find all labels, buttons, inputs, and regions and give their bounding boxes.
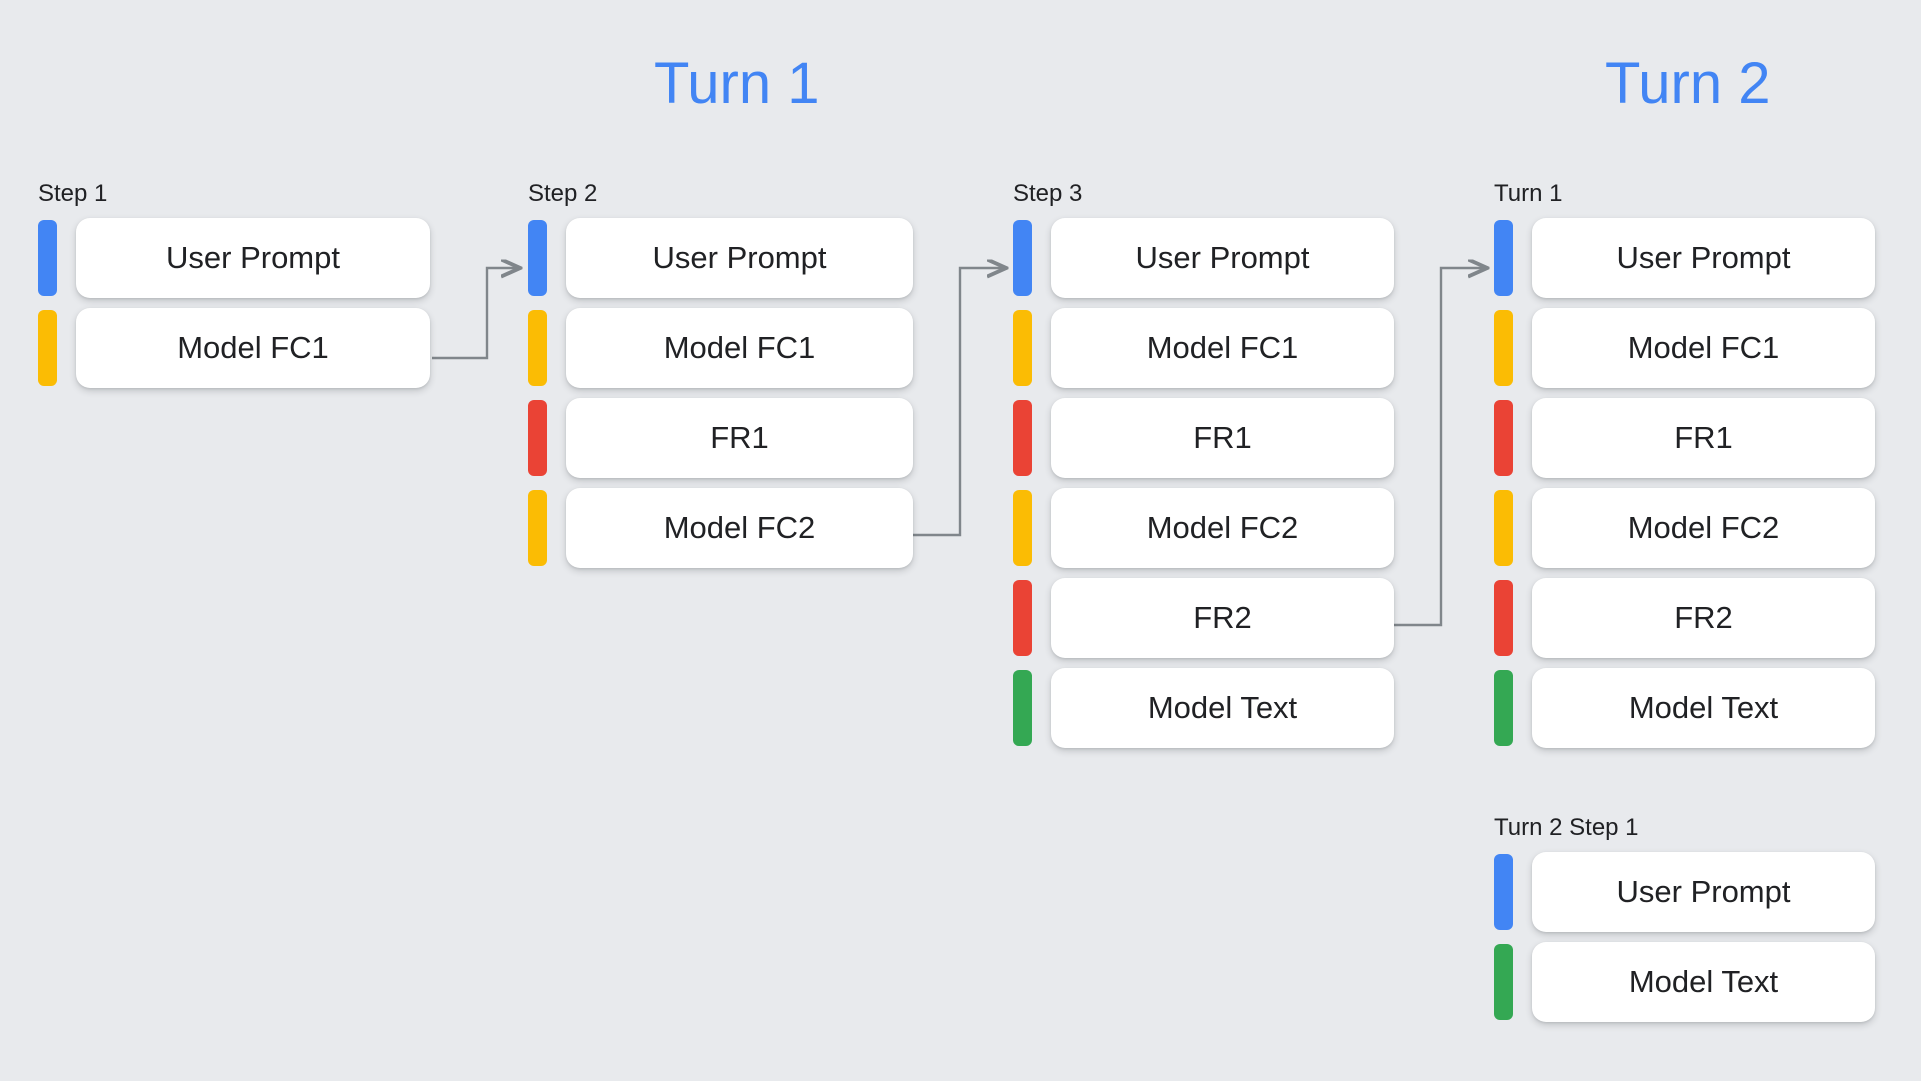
type-bar-blue (528, 220, 547, 296)
card-label[interactable]: FR1 (1532, 398, 1875, 478)
type-bar-green (1494, 944, 1513, 1020)
row-item[interactable]: Model FC1 (38, 308, 430, 388)
column-turn-1-recap: Turn 1 User Prompt Model FC1 FR1 Model F… (1494, 182, 1875, 748)
column-label: Step 3 (1013, 180, 1083, 207)
card-label[interactable]: Model FC2 (1532, 488, 1875, 568)
row-item[interactable]: Model Text (1013, 668, 1394, 748)
type-bar-yellow (1494, 490, 1513, 566)
row-item[interactable]: Model FC1 (528, 308, 913, 388)
card-label[interactable]: Model Text (1532, 668, 1875, 748)
card-label[interactable]: Model FC1 (1051, 308, 1394, 388)
card-label[interactable]: Model FC1 (566, 308, 913, 388)
type-bar-red (1013, 400, 1032, 476)
card-label[interactable]: User Prompt (1532, 852, 1875, 932)
type-bar-red (1013, 580, 1032, 656)
row-item[interactable]: Model Text (1494, 942, 1875, 1022)
column-turn-2-step-1: Turn 2 Step 1 User Prompt Model Text (1494, 816, 1875, 1022)
type-bar-yellow (1013, 490, 1032, 566)
row-item[interactable]: FR1 (1494, 398, 1875, 478)
column-step-3: Step 3 User Prompt Model FC1 FR1 Model F… (1013, 182, 1394, 748)
row-item[interactable]: Model FC2 (1013, 488, 1394, 568)
type-bar-blue (1013, 220, 1032, 296)
turn-2-title: Turn 2 (1605, 51, 1771, 116)
column-step-1: Step 1 User Prompt Model FC1 (38, 182, 430, 388)
card-label[interactable]: FR2 (1051, 578, 1394, 658)
row-item[interactable]: FR2 (1494, 578, 1875, 658)
type-bar-yellow (1013, 310, 1032, 386)
turn-1-title: Turn 1 (654, 51, 820, 116)
column-step-2: Step 2 User Prompt Model FC1 FR1 Model F… (528, 182, 913, 568)
type-bar-yellow (528, 310, 547, 386)
type-bar-green (1013, 670, 1032, 746)
type-bar-yellow (38, 310, 57, 386)
column-label: Step 2 (528, 180, 598, 207)
type-bar-red (528, 400, 547, 476)
row-item[interactable]: FR1 (528, 398, 913, 478)
row-item[interactable]: User Prompt (38, 218, 430, 298)
row-item[interactable]: User Prompt (1494, 852, 1875, 932)
row-item[interactable]: Model FC1 (1494, 308, 1875, 388)
row-item[interactable]: User Prompt (1494, 218, 1875, 298)
card-label[interactable]: Model FC1 (76, 308, 430, 388)
card-label[interactable]: FR1 (1051, 398, 1394, 478)
type-bar-blue (1494, 220, 1513, 296)
card-label[interactable]: User Prompt (76, 218, 430, 298)
type-bar-red (1494, 400, 1513, 476)
row-item[interactable]: Model FC2 (528, 488, 913, 568)
card-label[interactable]: User Prompt (1051, 218, 1394, 298)
column-label: Turn 1 (1494, 180, 1563, 207)
card-label[interactable]: FR2 (1532, 578, 1875, 658)
row-item[interactable]: User Prompt (528, 218, 913, 298)
card-label[interactable]: FR1 (566, 398, 913, 478)
type-bar-blue (1494, 854, 1513, 930)
card-label[interactable]: Model Text (1051, 668, 1394, 748)
type-bar-blue (38, 220, 57, 296)
row-item[interactable]: Model FC1 (1013, 308, 1394, 388)
type-bar-yellow (528, 490, 547, 566)
column-label: Step 1 (38, 180, 108, 207)
type-bar-red (1494, 580, 1513, 656)
row-item[interactable]: FR1 (1013, 398, 1394, 478)
card-label[interactable]: User Prompt (566, 218, 913, 298)
column-label: Turn 2 Step 1 (1494, 814, 1639, 841)
row-item[interactable]: Model Text (1494, 668, 1875, 748)
card-label[interactable]: Model FC2 (1051, 488, 1394, 568)
type-bar-green (1494, 670, 1513, 746)
card-label[interactable]: User Prompt (1532, 218, 1875, 298)
row-item[interactable]: Model FC2 (1494, 488, 1875, 568)
card-label[interactable]: Model Text (1532, 942, 1875, 1022)
row-item[interactable]: User Prompt (1013, 218, 1394, 298)
type-bar-yellow (1494, 310, 1513, 386)
row-item[interactable]: FR2 (1013, 578, 1394, 658)
card-label[interactable]: Model FC2 (566, 488, 913, 568)
card-label[interactable]: Model FC1 (1532, 308, 1875, 388)
